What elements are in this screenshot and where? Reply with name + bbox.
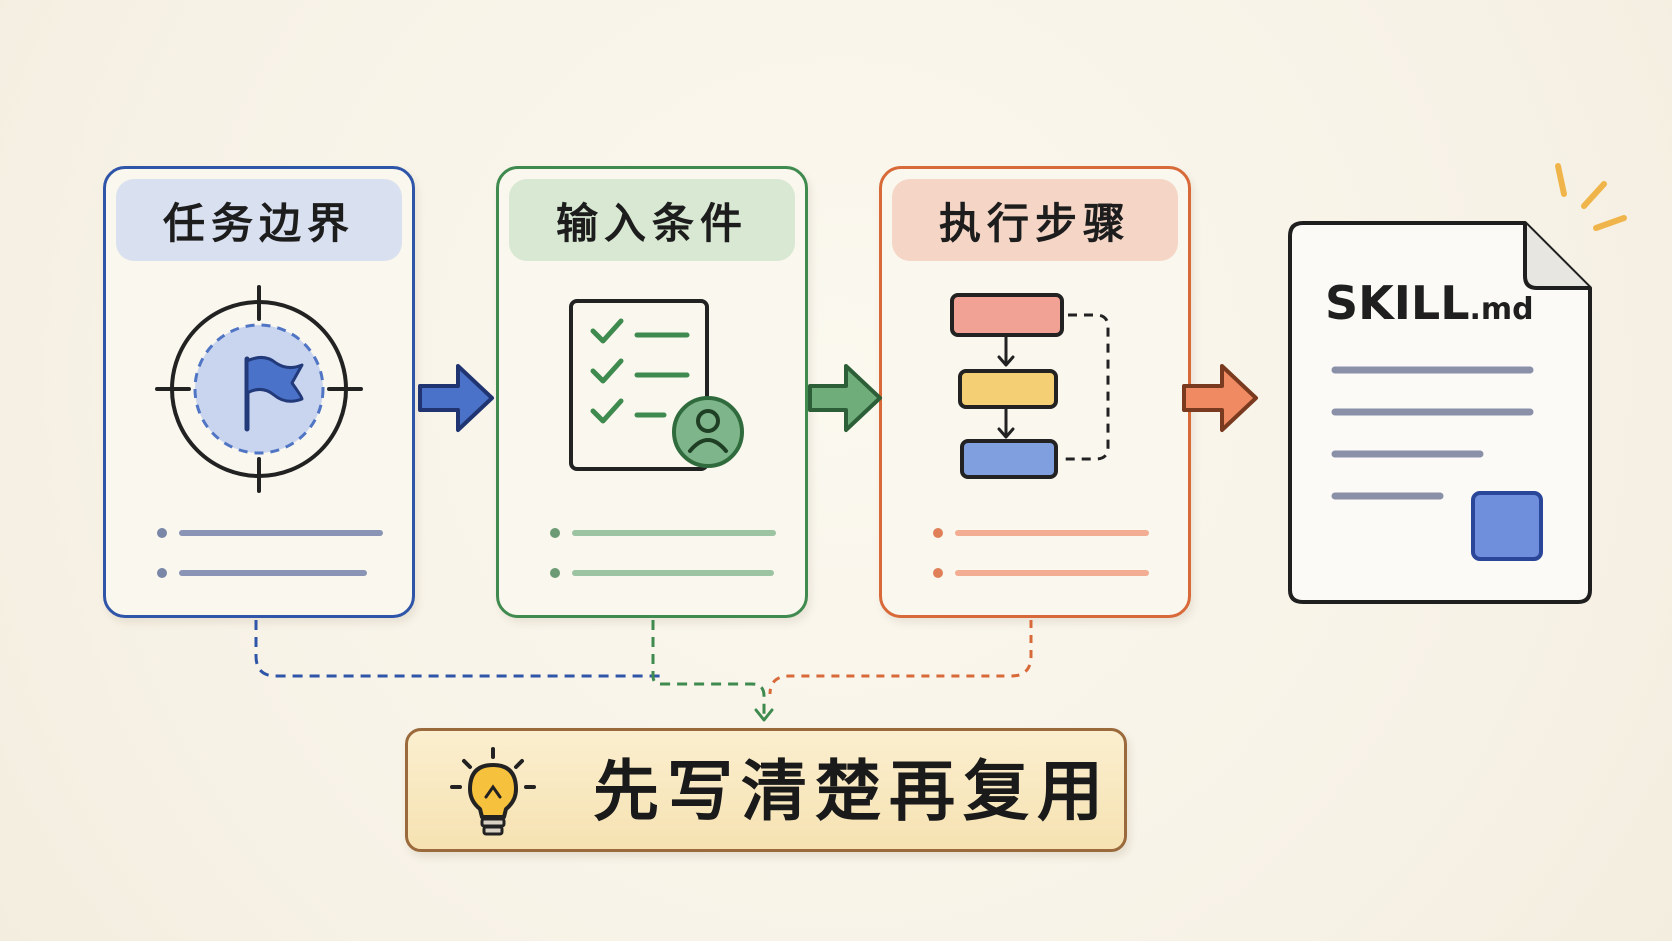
card-title: 任务边界 [162,198,355,248]
text-lines [933,528,1149,578]
banner-text: 先写清楚再复用 [593,752,1111,830]
arrow-right-icon [808,364,882,432]
card-header: 任务边界 [116,179,402,261]
arrow-right-icon [418,364,494,432]
document-title-ext: .md [1469,292,1534,327]
document-title: SKILL.md [1325,276,1534,330]
card-input-conditions: 输入条件 [496,166,808,618]
card-title: 执行步骤 [938,198,1131,248]
lightbulb-icon [450,747,536,836]
card-header: 执行步骤 [892,179,1178,261]
text-lines [157,528,383,578]
sparkle-icon [1555,163,1627,231]
arrow-right-icon [1182,364,1258,432]
target-flag-icon [155,285,363,493]
card-header: 输入条件 [509,179,795,261]
conclusion-banner: 先写清楚再复用 [405,728,1127,852]
card-execution-steps: 执行步骤 [879,166,1191,618]
checklist-user-icon [569,299,744,471]
card-title: 输入条件 [555,198,748,248]
document-title-main: SKILL [1325,276,1470,330]
flowchart-icon [950,293,1110,479]
card-task-boundary: 任务边界 [103,166,415,618]
document-icon [1288,221,1592,604]
text-lines [550,528,776,578]
